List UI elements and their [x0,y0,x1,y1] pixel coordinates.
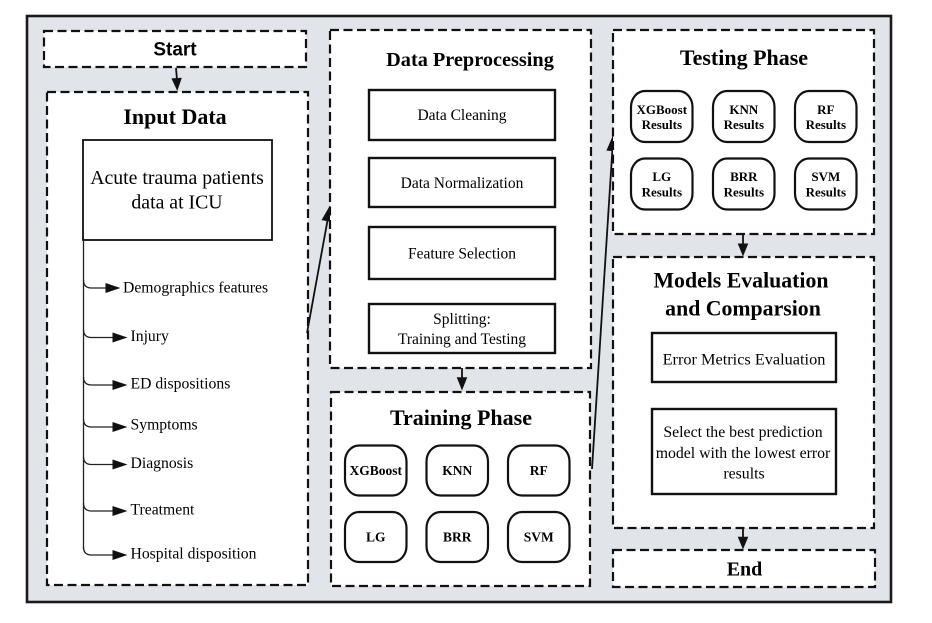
svg-text:SVM: SVM [524,530,554,545]
svg-text:Symptoms: Symptoms [131,417,198,434]
svg-text:data at ICU: data at ICU [131,192,222,214]
svg-text:Training Phase: Training Phase [390,405,532,430]
svg-text:Splitting:: Splitting: [433,311,491,328]
svg-text:XGBoost: XGBoost [350,463,403,478]
svg-text:Input Data: Input Data [123,104,226,129]
svg-text:Data Normalization: Data Normalization [401,175,524,192]
svg-text:Injury: Injury [131,328,169,345]
svg-text:Data Cleaning: Data Cleaning [417,107,506,124]
svg-text:Treatment: Treatment [131,502,196,519]
svg-text:Training and Testing: Training and Testing [398,331,526,348]
svg-text:Testing Phase: Testing Phase [680,45,808,70]
svg-text:Results: Results [642,185,682,200]
svg-text:LG: LG [366,530,386,545]
svg-text:Feature Selection: Feature Selection [408,246,516,263]
svg-text:BRR: BRR [443,530,472,545]
svg-text:and Comparsion: and Comparsion [665,297,821,321]
svg-text:LG: LG [652,169,671,184]
svg-text:RF: RF [817,102,834,117]
svg-text:KNN: KNN [442,463,472,478]
svg-text:XGBoost: XGBoost [637,102,688,117]
svg-text:KNN: KNN [729,102,759,117]
svg-text:Start: Start [153,39,197,60]
svg-text:Results: Results [806,117,846,132]
svg-text:BRR: BRR [730,169,758,184]
svg-text:Results: Results [724,185,764,200]
svg-text:End: End [727,559,763,581]
svg-text:results: results [723,466,764,483]
svg-text:ED dispositions: ED dispositions [131,376,231,393]
svg-text:Select the best prediction: Select the best prediction [663,424,822,441]
svg-text:Error Metrics Evaluation: Error Metrics Evaluation [663,350,826,369]
svg-text:Results: Results [806,185,846,200]
svg-text:SVM: SVM [811,169,840,184]
svg-text:Models Evaluation: Models Evaluation [653,269,828,293]
svg-text:Acute trauma patients: Acute trauma patients [90,167,264,189]
svg-text:model with the lowest error: model with the lowest error [656,445,831,462]
svg-text:Results: Results [642,117,682,132]
svg-text:Diagnosis: Diagnosis [131,455,194,472]
svg-text:Data Preprocessing: Data Preprocessing [386,49,554,71]
svg-text:Hospital disposition: Hospital disposition [131,546,257,563]
svg-text:RF: RF [530,463,548,478]
svg-text:Results: Results [724,117,764,132]
svg-text:Demographics features: Demographics features [123,280,268,297]
